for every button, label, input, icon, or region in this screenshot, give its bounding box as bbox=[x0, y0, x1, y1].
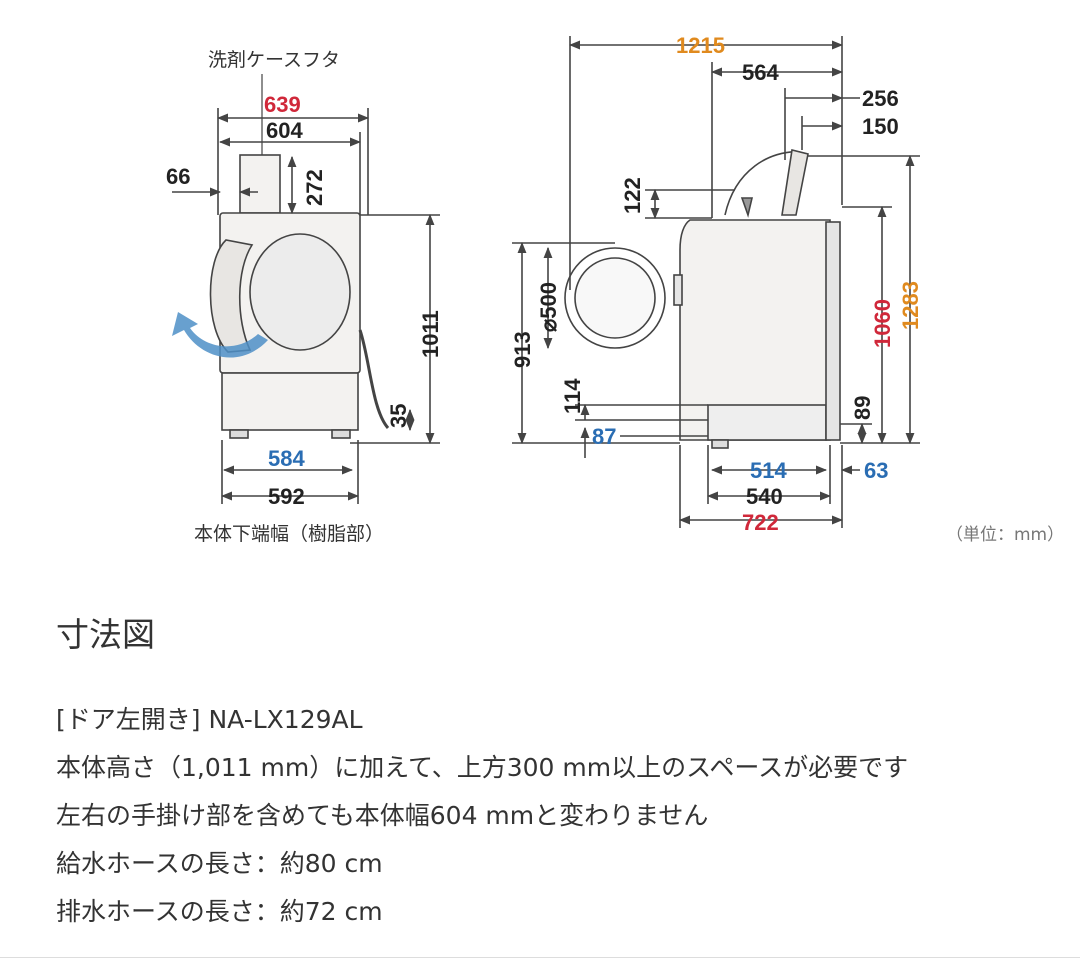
dim-150: 150 bbox=[862, 114, 899, 139]
dim-256: 256 bbox=[862, 86, 899, 111]
dim-66: 66 bbox=[166, 164, 190, 189]
dim-35: 35 bbox=[386, 404, 411, 428]
dim-564: 564 bbox=[742, 60, 779, 85]
dim-1215: 1215 bbox=[676, 33, 725, 58]
side-base-shape bbox=[707, 404, 827, 441]
bottom-divider bbox=[0, 957, 1080, 958]
dim-1060: 1060 bbox=[870, 299, 895, 348]
unit-note: （単位：mm） bbox=[946, 525, 1064, 545]
dim-722: 722 bbox=[742, 510, 779, 535]
dim-272: 272 bbox=[302, 169, 327, 206]
front-drum-window bbox=[249, 233, 351, 351]
page-title: 寸法図 bbox=[56, 615, 155, 654]
dim-604: 604 bbox=[266, 118, 303, 143]
dim-584: 584 bbox=[268, 446, 305, 471]
side-foot bbox=[711, 439, 729, 449]
dimension-diagram: 洗剤ケースフタ 639 604 66 272 1011 35 584 592 本… bbox=[166, 33, 1064, 545]
spec-width: 左右の手掛け部を含めても本体幅604 mmと変わりません bbox=[56, 801, 709, 830]
dim-500: ⌀500 bbox=[536, 282, 561, 332]
base-width-caption: 本体下端幅（樹脂部） bbox=[194, 523, 384, 545]
front-foot-right bbox=[331, 429, 351, 439]
dim-592: 592 bbox=[268, 484, 305, 509]
detergent-lid-caption: 洗剤ケースフタ bbox=[208, 49, 340, 71]
dim-114: 114 bbox=[560, 378, 585, 414]
spec-model: [ドア左開き] NA-LX129AL bbox=[56, 705, 363, 734]
dim-63: 63 bbox=[864, 458, 888, 483]
side-lid-arc bbox=[724, 151, 801, 216]
front-foot-left bbox=[229, 429, 249, 439]
side-back-panel bbox=[825, 221, 841, 441]
side-lid-tab bbox=[740, 197, 754, 218]
spec-drain-hose: 排水ホースの長さ：約72 cm bbox=[56, 897, 383, 926]
dim-514: 514 bbox=[750, 458, 787, 483]
spec-clearance: 本体高さ（1,011 mm）に加えて、上方300 mm以上のスペースが必要です bbox=[56, 753, 909, 782]
spec-list: [ドア左開き] NA-LX129AL 本体高さ（1,011 mm）に加えて、上方… bbox=[56, 696, 908, 936]
side-panel-bump bbox=[673, 274, 683, 306]
spec-supply-hose: 給水ホースの長さ：約80 cm bbox=[56, 849, 383, 878]
detergent-lid-shape bbox=[239, 154, 281, 214]
side-open-lid bbox=[781, 149, 809, 216]
front-hose bbox=[358, 329, 390, 429]
dim-122: 122 bbox=[620, 177, 645, 214]
door-opening-arrow-icon bbox=[172, 312, 268, 358]
front-view bbox=[172, 108, 440, 504]
dim-89: 89 bbox=[850, 396, 875, 420]
dim-639: 639 bbox=[264, 92, 301, 117]
dim-87: 87 bbox=[592, 424, 616, 449]
dim-913: 913 bbox=[510, 331, 535, 368]
dim-1283: 1283 bbox=[898, 281, 923, 330]
front-base-shape bbox=[221, 372, 359, 431]
dim-1011: 1011 bbox=[418, 310, 443, 358]
side-open-door-inner bbox=[574, 257, 656, 339]
dim-540: 540 bbox=[746, 484, 783, 509]
side-view bbox=[512, 36, 920, 528]
